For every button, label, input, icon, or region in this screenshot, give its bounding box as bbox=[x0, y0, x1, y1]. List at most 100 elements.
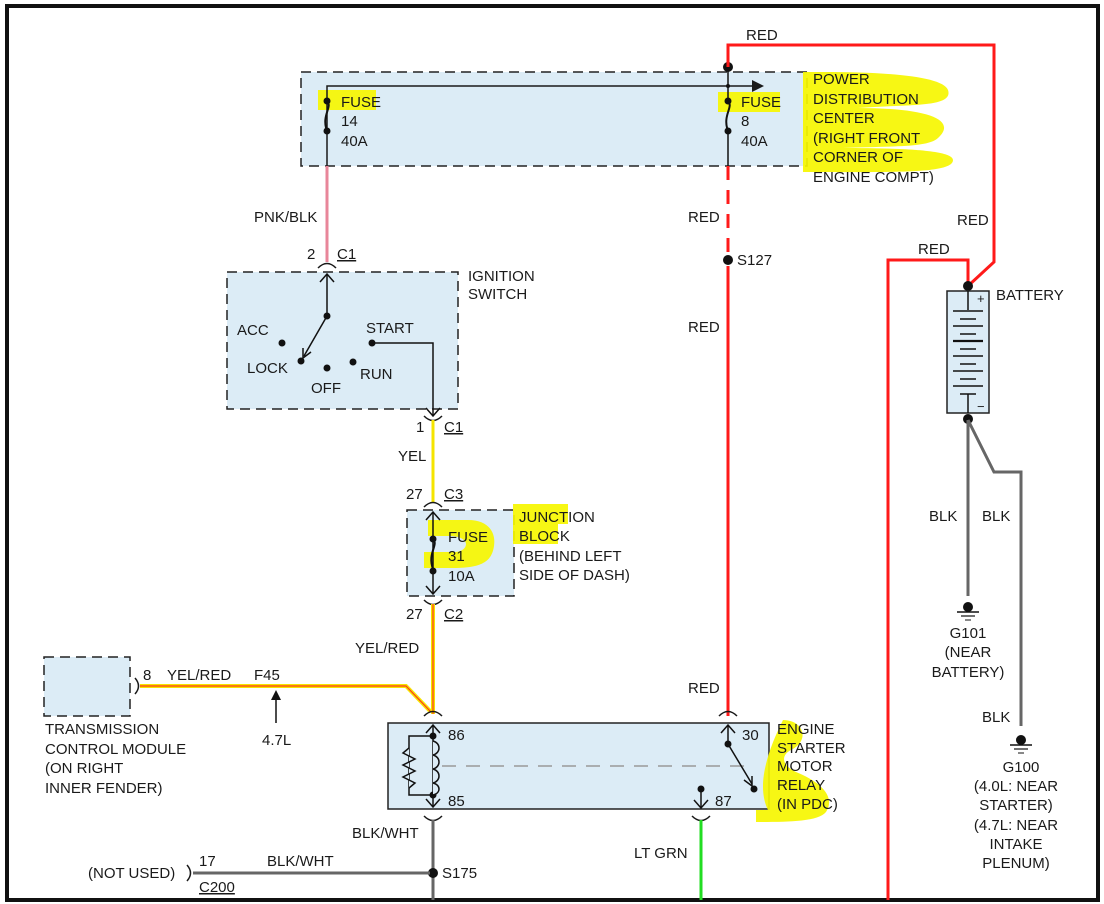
jb-name-3: (BEHIND LEFT bbox=[519, 548, 622, 565]
wire-label-red-below-s127: RED bbox=[688, 319, 720, 336]
ign-pos-run: RUN bbox=[360, 366, 393, 383]
wire-label-blk-g101: BLK bbox=[929, 508, 957, 525]
relay-coil-symbol bbox=[401, 723, 441, 809]
fuse-14-symbol bbox=[323, 97, 331, 135]
ground-g100-symbol bbox=[1010, 735, 1032, 754]
engine-option-label: 4.7L bbox=[262, 732, 291, 749]
c200-not-used: (NOT USED) bbox=[88, 865, 175, 882]
svg-text:ENGINE COMPT): ENGINE COMPT) bbox=[813, 169, 934, 186]
tcm-name-1: TRANSMISSION bbox=[45, 721, 159, 738]
blk-wire-g100 bbox=[966, 419, 1023, 726]
engine-option-arrow bbox=[271, 690, 281, 723]
ign-pos-lock: LOCK bbox=[247, 360, 288, 377]
g101-line-1: (NEAR bbox=[945, 644, 992, 661]
relay-86-connector-symbol bbox=[423, 710, 443, 717]
svg-text:RELAY: RELAY bbox=[777, 777, 825, 794]
jb-name-4: SIDE OF DASH) bbox=[519, 567, 630, 584]
pdc-name: POWER DISTRIBUTION CENTER (RIGHT FRONT C… bbox=[813, 71, 934, 186]
g101-id: G101 bbox=[950, 625, 987, 642]
red-wire-to-battery bbox=[726, 43, 996, 288]
jb-name-2: BLOCK bbox=[519, 528, 570, 545]
jb-top-conn: C3 bbox=[444, 486, 463, 503]
wire-label-yel-red-tcm: YEL/RED bbox=[167, 667, 231, 684]
relay-name: ENGINE STARTER MOTOR RELAY (IN PDC) bbox=[777, 721, 846, 813]
wire-label-f45: F45 bbox=[254, 667, 280, 684]
red-wire-battery-left bbox=[886, 258, 970, 900]
wire-label-red-left: RED bbox=[918, 241, 950, 258]
ignition-switch-box bbox=[226, 271, 459, 410]
ground-g101-symbol bbox=[957, 602, 979, 621]
ign-pos-off: OFF bbox=[311, 380, 341, 397]
tcm-box bbox=[43, 656, 131, 717]
g100-line-3: (4.7L: NEAR bbox=[974, 817, 1058, 834]
jb-name-1: JUNCTION bbox=[519, 509, 595, 526]
ignition-switch-contacts bbox=[278, 272, 441, 418]
battery-plus-sign: + bbox=[977, 291, 985, 306]
wire-label-red-below-pdc: RED bbox=[688, 209, 720, 226]
g101-line-2: BATTERY) bbox=[932, 664, 1005, 681]
splice-s175-label: S175 bbox=[442, 865, 477, 882]
pdc-box bbox=[300, 71, 808, 167]
wire-label-blk-g100-upper: BLK bbox=[982, 508, 1010, 525]
fuse-8-label: FUSE bbox=[741, 94, 781, 111]
wire-label-yel-red: YEL/RED bbox=[355, 640, 419, 657]
battery-minus-sign: − bbox=[977, 399, 985, 414]
fuse-8-number: 8 bbox=[741, 113, 749, 130]
jb-bottom-pin: 27 bbox=[406, 606, 423, 623]
relay-pin-86: 86 bbox=[448, 727, 465, 744]
yel-red-wire-tcm bbox=[140, 684, 433, 714]
wire-label-yel: YEL bbox=[398, 448, 426, 465]
svg-text:MOTOR: MOTOR bbox=[777, 758, 833, 775]
battery-label: BATTERY bbox=[996, 287, 1064, 304]
svg-text:DISTRIBUTION: DISTRIBUTION bbox=[813, 91, 919, 108]
relay-30-connector-symbol bbox=[718, 710, 738, 717]
fuse-8-symbol bbox=[723, 62, 733, 166]
highlight-jb-fuse bbox=[424, 520, 495, 568]
jb-bottom-conn: C2 bbox=[444, 606, 463, 623]
wire-label-top-red: RED bbox=[746, 27, 778, 44]
jb-fuse-rating: 10A bbox=[448, 568, 475, 585]
highlight-relay-name bbox=[756, 720, 830, 822]
battery-cells-symbol bbox=[953, 291, 983, 413]
relay-pin-87: 87 bbox=[715, 793, 732, 810]
wire-label-lt-grn: LT GRN bbox=[634, 845, 688, 862]
tcm-pin: 8 bbox=[143, 667, 151, 684]
splice-s127-label: S127 bbox=[737, 252, 772, 269]
jb-fuse-label: FUSE bbox=[448, 529, 488, 546]
ign-top-pin: 2 bbox=[307, 246, 315, 263]
wire-label-red-battery: RED bbox=[957, 212, 989, 229]
fuse-8-rating: 40A bbox=[741, 133, 768, 150]
ign-bottom-pin: 1 bbox=[416, 419, 424, 436]
wire-label-pnk-blk: PNK/BLK bbox=[254, 209, 317, 226]
jb-top-pin: 27 bbox=[406, 486, 423, 503]
relay-pin-30: 30 bbox=[742, 727, 759, 744]
c200-conn: C200 bbox=[199, 879, 235, 896]
svg-text:ENGINE: ENGINE bbox=[777, 721, 835, 738]
svg-text:(IN PDC): (IN PDC) bbox=[777, 796, 838, 813]
relay-box bbox=[387, 722, 770, 810]
g100-line-5: PLENUM) bbox=[982, 855, 1050, 872]
highlight-fuse14 bbox=[318, 90, 376, 110]
splice-s127-dot bbox=[723, 255, 733, 265]
relay-switch-symbol bbox=[693, 723, 758, 810]
splice-s175-dot bbox=[428, 868, 438, 878]
jb-fuse-symbol bbox=[425, 510, 441, 596]
battery-negative-terminal bbox=[963, 414, 973, 424]
svg-text:(RIGHT FRONT: (RIGHT FRONT bbox=[813, 130, 920, 147]
g100-line-4: INTAKE bbox=[989, 836, 1042, 853]
g100-line-1: (4.0L: NEAR bbox=[974, 778, 1058, 795]
pdc-bus-arrow bbox=[752, 80, 764, 92]
ign-bottom-conn: C1 bbox=[444, 419, 463, 436]
g100-line-2: STARTER) bbox=[979, 797, 1053, 814]
battery-positive-terminal bbox=[963, 281, 973, 291]
c200-connector-symbol bbox=[186, 864, 192, 882]
tcm-name-2: CONTROL MODULE bbox=[45, 741, 186, 758]
g100-id: G100 bbox=[1003, 759, 1040, 776]
fuse-14-label: FUSE bbox=[341, 94, 381, 111]
ign-top-conn: C1 bbox=[337, 246, 356, 263]
jb-fuse-number: 31 bbox=[448, 548, 465, 565]
svg-text:STARTER: STARTER bbox=[777, 740, 846, 757]
highlight-jb-name bbox=[513, 504, 568, 544]
c200-pin: 17 bbox=[199, 853, 216, 870]
